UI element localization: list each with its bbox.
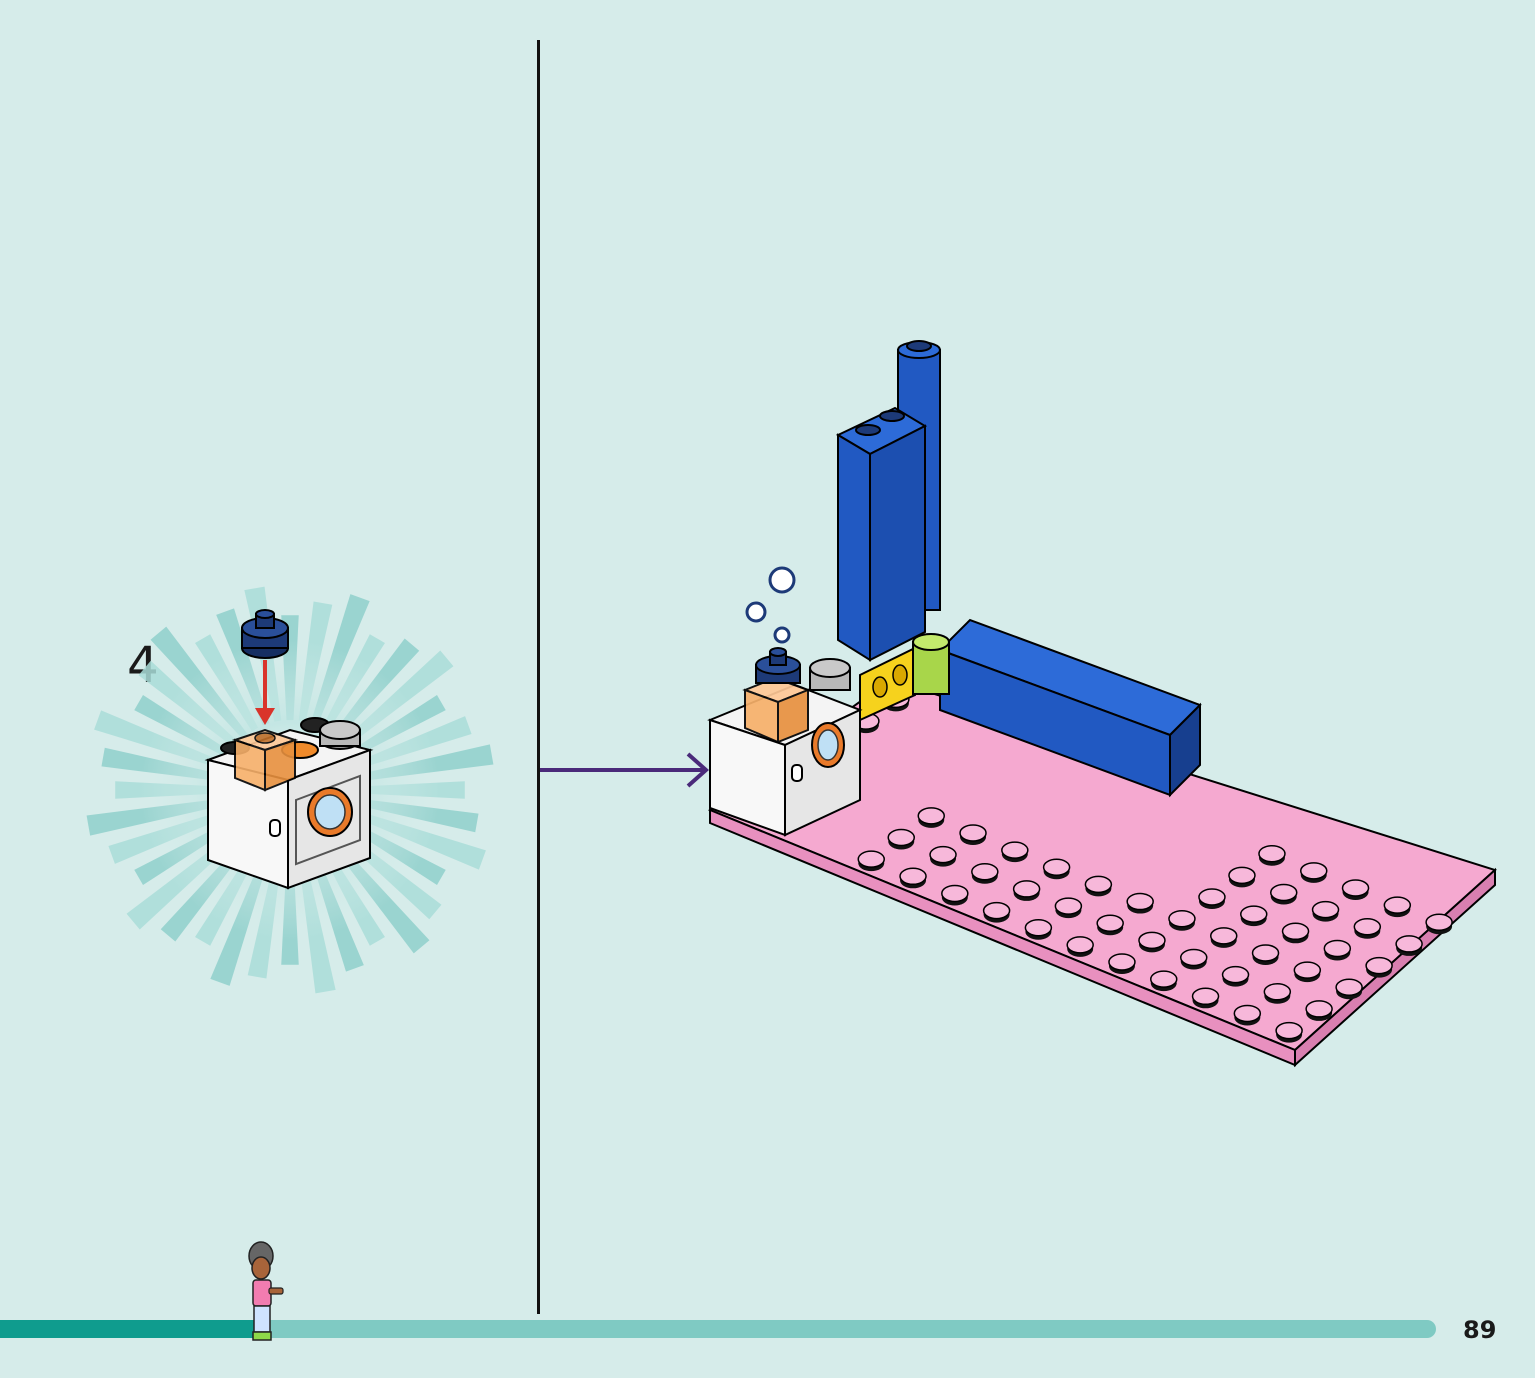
baseplate-stud bbox=[1240, 905, 1268, 927]
trans-orange-brick bbox=[231, 728, 299, 792]
baseplate-stud bbox=[941, 884, 969, 906]
baseplate-stud bbox=[971, 863, 999, 884]
baseplate-stud bbox=[1066, 936, 1094, 957]
baseplate-stud bbox=[1365, 956, 1393, 978]
baseplate-stud bbox=[1281, 922, 1310, 944]
baseplate-stud bbox=[857, 850, 885, 872]
baseplate-stud bbox=[1126, 892, 1154, 914]
baseplate-stud bbox=[1300, 862, 1328, 883]
baseplate-stud bbox=[1108, 953, 1136, 975]
bubbles bbox=[745, 566, 796, 644]
baseplate-stud bbox=[1221, 965, 1250, 987]
sub-assembly-illustration bbox=[86, 586, 494, 994]
baseplate-stud bbox=[1210, 927, 1238, 948]
baseplate-stud bbox=[1293, 961, 1322, 983]
dark-blue-round-piece bbox=[241, 609, 289, 659]
baseplate-stud bbox=[1270, 883, 1298, 905]
progress-bar bbox=[0, 1320, 1436, 1338]
baseplate-stud bbox=[1233, 1004, 1262, 1026]
baseplate-stud bbox=[1275, 1021, 1303, 1043]
baseplate-stud bbox=[1084, 875, 1113, 897]
baseplate-stud bbox=[1228, 866, 1256, 888]
baseplate-stud bbox=[1012, 880, 1041, 901]
long-blue-brick bbox=[938, 618, 1202, 798]
baseplate-stud bbox=[899, 867, 927, 889]
pink-baseplate bbox=[707, 678, 1497, 1068]
baseplate-stud bbox=[887, 828, 915, 850]
baseplate-stud bbox=[1001, 841, 1029, 863]
baseplate-stud bbox=[1311, 900, 1340, 922]
baseplate-stud bbox=[1251, 944, 1280, 965]
baseplate-stud bbox=[1323, 939, 1352, 961]
main-build-illustration bbox=[707, 340, 1497, 1068]
baseplate-stud bbox=[1180, 948, 1208, 970]
trans-orange-brick-placed bbox=[742, 676, 811, 744]
baseplate-stud bbox=[1258, 844, 1286, 866]
panel-divider bbox=[537, 40, 540, 1314]
baseplate-stud bbox=[1024, 918, 1053, 940]
baseplate-stud bbox=[929, 845, 957, 867]
baseplate-stud bbox=[1341, 879, 1370, 900]
assembly-arrow bbox=[540, 752, 710, 788]
page-number: 89 bbox=[1463, 1316, 1497, 1344]
progress-fill bbox=[0, 1320, 264, 1338]
baseplate-stud bbox=[1198, 888, 1226, 910]
baseplate-stud bbox=[1353, 918, 1382, 939]
baseplate-stud bbox=[1054, 897, 1083, 919]
baseplate-stud bbox=[1383, 896, 1412, 918]
red-down-arrow bbox=[255, 660, 275, 725]
baseplate-stud bbox=[1150, 970, 1178, 992]
baseplate-stud bbox=[1305, 1000, 1333, 1021]
baseplate-studs bbox=[852, 690, 1453, 1043]
baseplate-stud bbox=[982, 901, 1011, 923]
baseplate-stud bbox=[1425, 913, 1453, 935]
gray-round-piece bbox=[809, 658, 851, 691]
dark-blue-round-piece-placed bbox=[755, 647, 801, 684]
baseplate-stud bbox=[1263, 983, 1292, 1004]
baseplate-stud bbox=[959, 824, 987, 845]
top-pieces bbox=[220, 717, 361, 759]
lime-round-brick bbox=[912, 633, 950, 695]
baseplate-stud bbox=[917, 807, 945, 828]
baseplate-stud bbox=[1395, 935, 1423, 956]
baseplate-stud bbox=[1191, 987, 1220, 1009]
baseplate-stud bbox=[1138, 931, 1166, 953]
tall-blue-column-front bbox=[835, 406, 928, 662]
figure-progress-marker bbox=[248, 1241, 284, 1341]
baseplate-stud bbox=[1096, 914, 1124, 936]
baseplate-stud bbox=[1335, 978, 1363, 1000]
baseplate-stud bbox=[1042, 858, 1071, 880]
baseplate-stud bbox=[1168, 909, 1196, 931]
